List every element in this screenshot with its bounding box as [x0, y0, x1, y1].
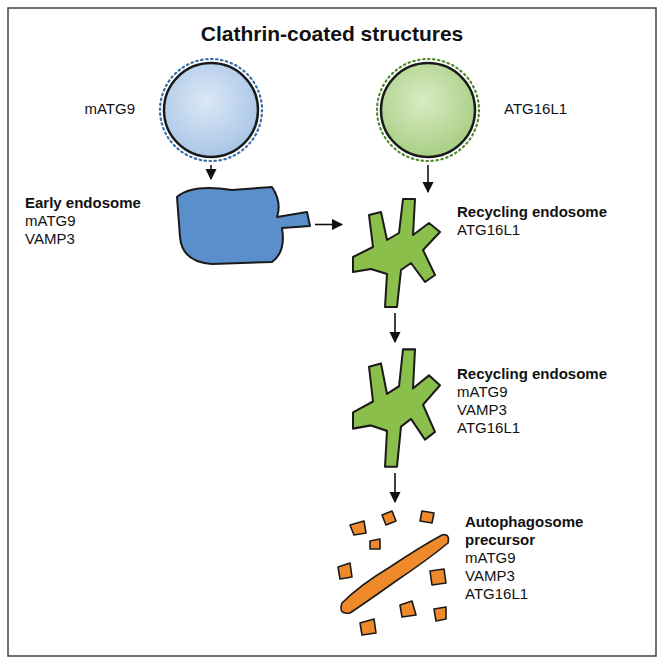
arrow [427, 165, 429, 192]
compartment: Early endosomemATG9VAMP3 [172, 182, 312, 267]
protein-name: ATG16L1 [504, 100, 567, 118]
shape-outline [376, 58, 480, 162]
node-label: Recycling endosomemATG9VAMP3ATG16L1 [457, 365, 627, 437]
node-label: Early endosomemATG9VAMP3 [25, 194, 155, 248]
node-label: Recycling endosomeATG16L1 [457, 203, 627, 239]
arrow [210, 165, 212, 179]
shape-outline [345, 345, 445, 470]
border [8, 8, 656, 656]
title: Clathrin-coated structures [0, 22, 664, 46]
protein-name: mATG9 [465, 549, 595, 567]
protein-name: VAMP3 [25, 230, 155, 248]
shape-outline [330, 505, 455, 640]
compartment-name: Recycling endosome [457, 203, 627, 221]
node-label: ATG16L1 [504, 100, 567, 118]
arrow [315, 224, 342, 226]
shape-outline [172, 182, 312, 267]
compartment-name: Recycling endosome [457, 365, 627, 383]
protein-name: VAMP3 [465, 567, 595, 585]
shape-outline [159, 58, 263, 162]
node-label: mATG9 [84, 100, 135, 118]
shape-outline [345, 195, 445, 310]
protein-name: ATG16L1 [465, 585, 595, 603]
protein-name: mATG9 [84, 100, 135, 118]
compartment: Recycling endosomeATG16L1 [345, 195, 445, 310]
protein-name: VAMP3 [457, 401, 627, 419]
protein-name: mATG9 [25, 212, 155, 230]
arrow [394, 313, 396, 342]
compartment-name: Early endosome [25, 194, 155, 212]
protein-name: ATG16L1 [457, 221, 627, 239]
compartment: Autophagosome precursormATG9VAMP3ATG16L1 [330, 505, 455, 640]
compartment: Recycling endosomemATG9VAMP3ATG16L1 [345, 345, 445, 470]
coated-vesicle: ATG16L1 [376, 58, 480, 162]
protein-name: mATG9 [457, 383, 627, 401]
arrow [394, 473, 396, 502]
node-label: Autophagosome precursormATG9VAMP3ATG16L1 [465, 513, 595, 603]
coated-vesicle: mATG9 [159, 58, 263, 162]
compartment-name: Autophagosome precursor [465, 513, 595, 549]
protein-name: ATG16L1 [457, 419, 627, 437]
